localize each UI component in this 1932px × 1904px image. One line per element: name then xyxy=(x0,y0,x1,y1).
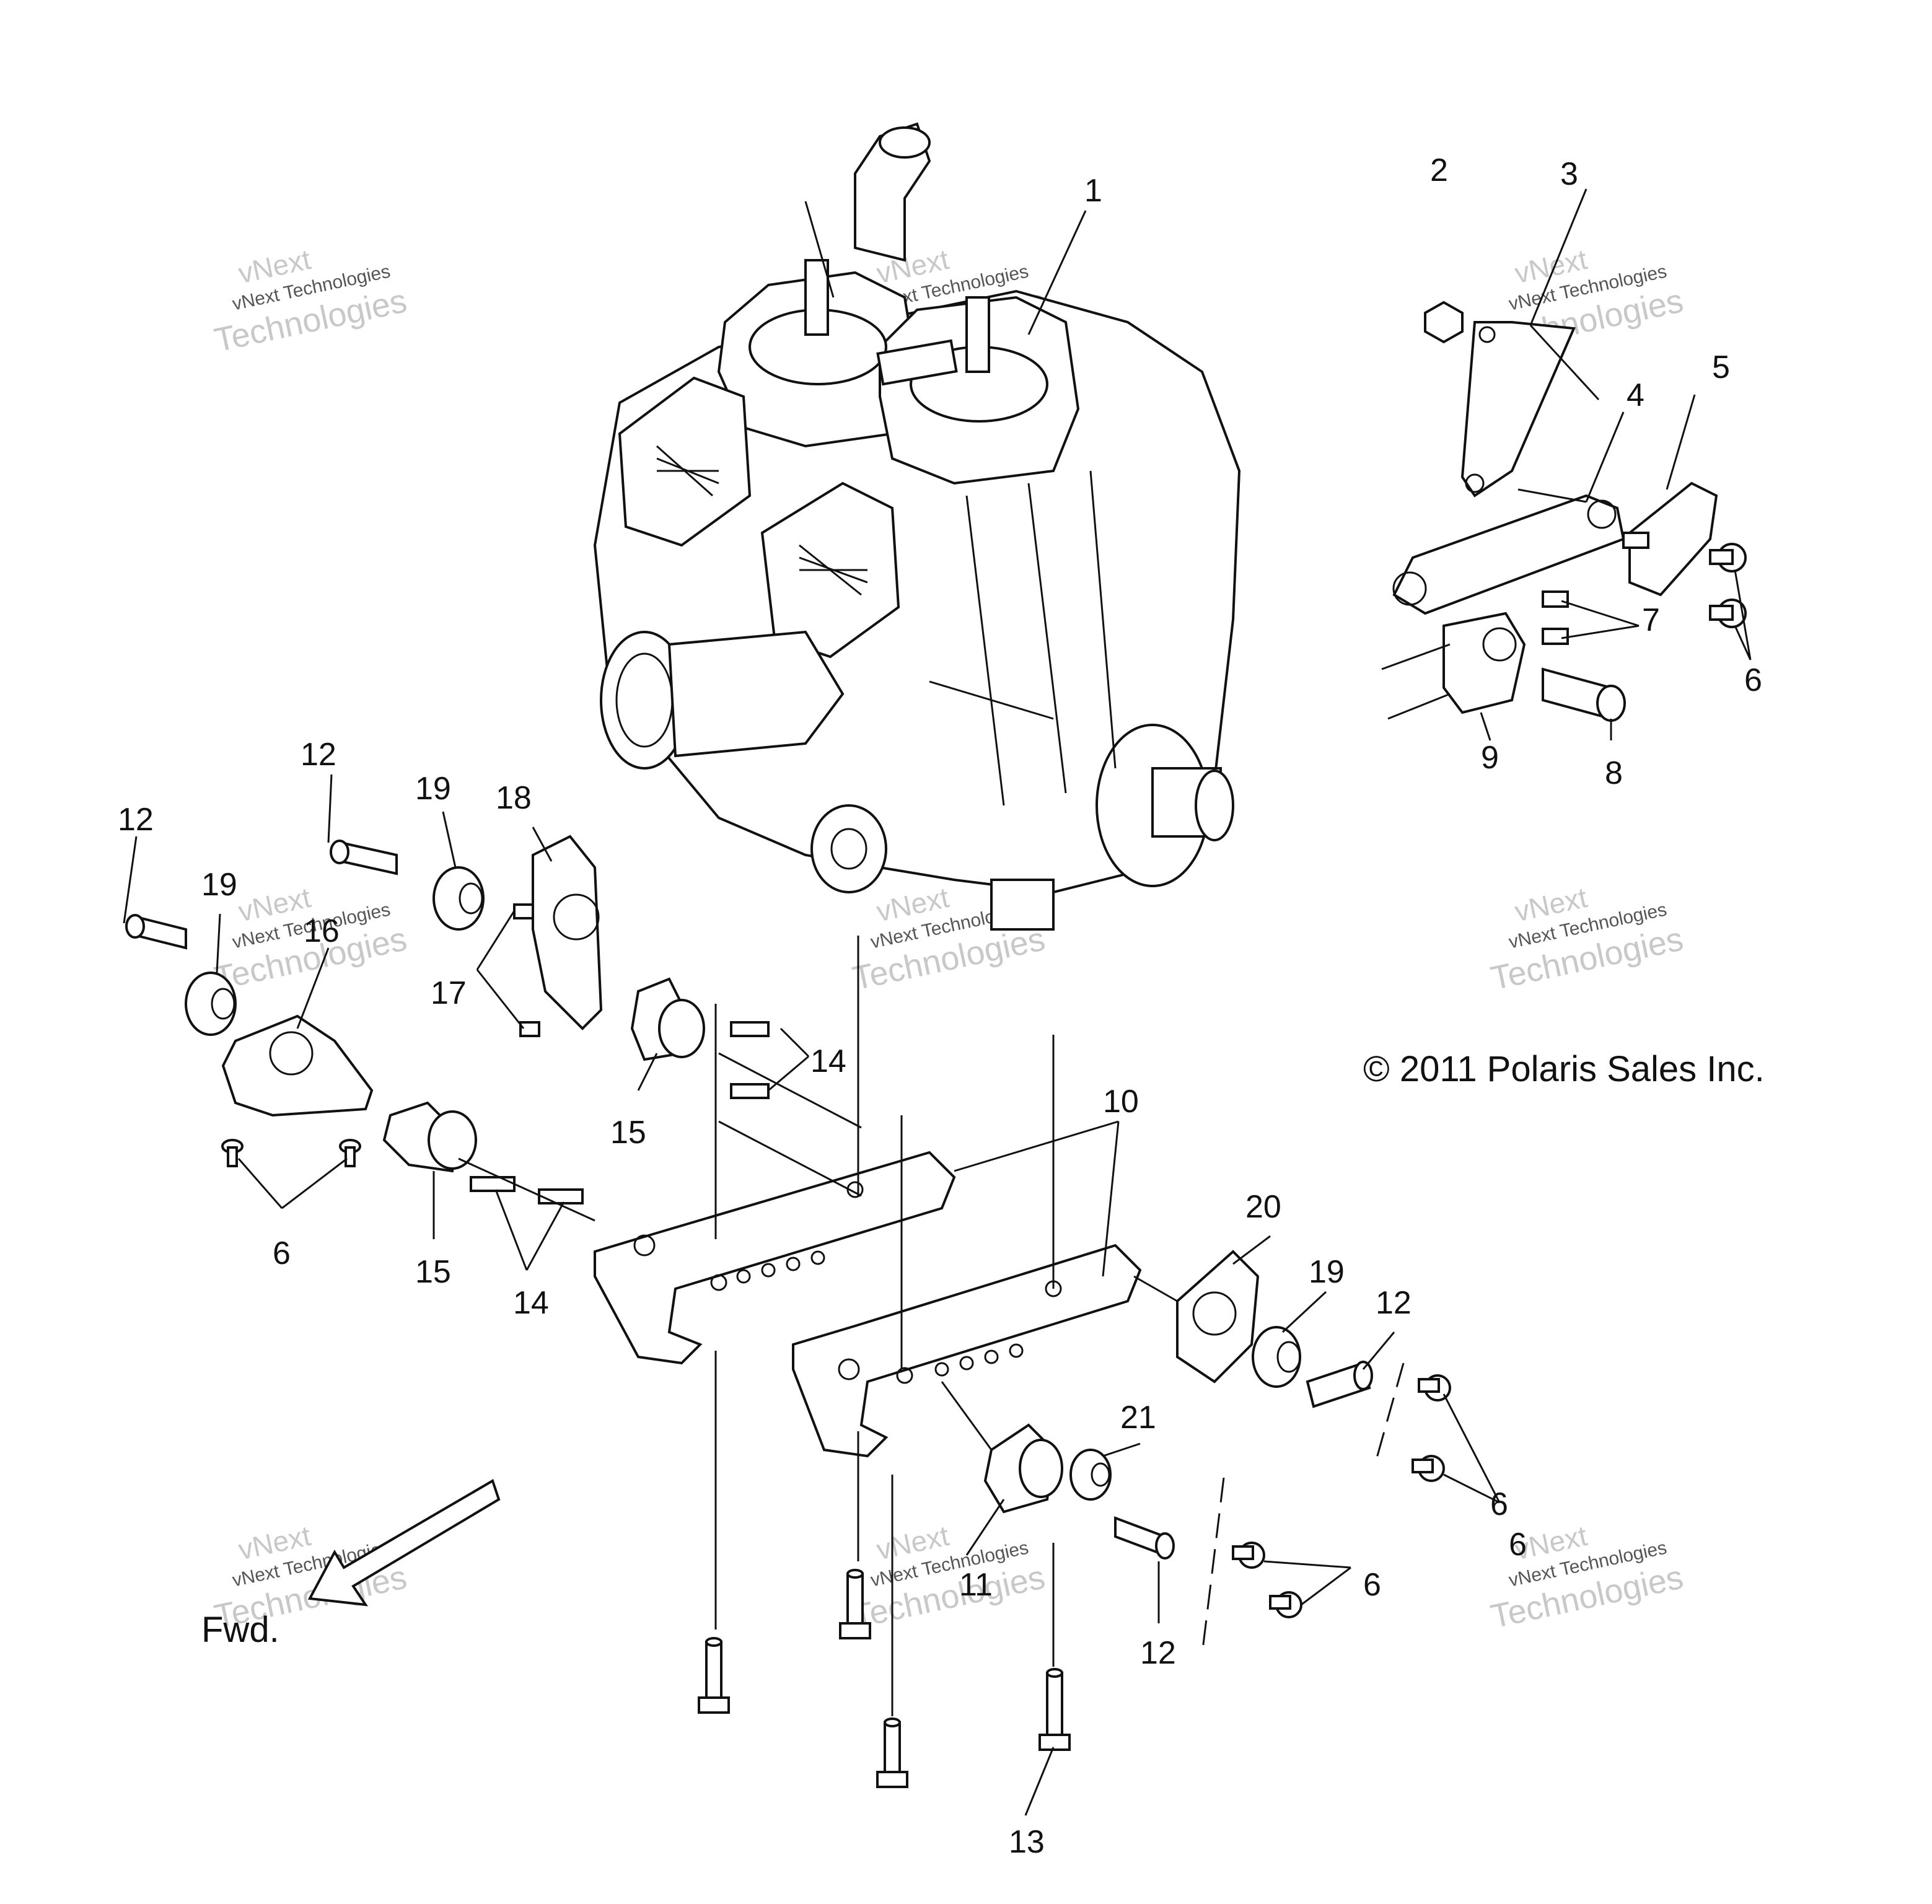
bracket-part-18 xyxy=(532,835,603,1030)
callout-label: 20 xyxy=(1245,1189,1281,1225)
watermark: vNext vNext Technologies Technologies xyxy=(1488,881,1687,998)
callout-label: 8 xyxy=(1605,755,1623,791)
callout-label: 12 xyxy=(301,737,336,773)
callout-label: 6 xyxy=(1363,1567,1381,1603)
callout-label: 12 xyxy=(1140,1635,1176,1671)
callout-label: 19 xyxy=(201,867,237,903)
mount-part-20 xyxy=(1176,1250,1260,1384)
bolts-part-14 xyxy=(470,1021,770,1204)
bolts-part-6-left xyxy=(221,1139,361,1167)
callout-label: 9 xyxy=(1481,740,1499,776)
bracket-part-3 xyxy=(1460,321,1576,498)
cross-brackets-part-10 xyxy=(594,1151,1142,1458)
callout-label: 15 xyxy=(610,1115,646,1151)
watermark: vNext vNext Technologies Technologies xyxy=(211,243,410,359)
flange-bolts-part-13 xyxy=(698,1569,1071,1788)
callout-label: 3 xyxy=(1560,156,1578,192)
callout-label: 12 xyxy=(1376,1285,1412,1321)
callout-labels: 1 2 3 4 5 6 7 6 8 9 12 19 18 12 19 16 17… xyxy=(118,152,1762,1860)
callout-label: 7 xyxy=(1642,602,1660,638)
callout-label: 5 xyxy=(1712,349,1730,385)
sleeve-part-19b xyxy=(185,972,237,1036)
left-mount-parts xyxy=(125,835,770,1204)
watermark: vNext vNext Technologies Technologies xyxy=(850,1519,1048,1636)
screw-part-17a xyxy=(513,903,534,919)
callout-label: 10 xyxy=(1103,1084,1139,1120)
callout-label: 19 xyxy=(1309,1254,1345,1290)
forward-direction-label: Fwd. xyxy=(201,1610,279,1650)
engine-assembly xyxy=(593,122,1241,931)
callout-label: 17 xyxy=(431,975,467,1011)
callout-label: 14 xyxy=(513,1285,549,1321)
callout-label: 18 xyxy=(496,780,532,816)
forward-arrow xyxy=(307,1479,501,1607)
sleeve-part-19c xyxy=(1252,1326,1301,1388)
rear-mount-parts xyxy=(983,1250,1451,1655)
callout-label: 6 xyxy=(1490,1486,1508,1522)
callout-label: 11 xyxy=(959,1567,993,1603)
bracket-part-16 xyxy=(221,1014,374,1117)
mount-part-11 xyxy=(983,1423,1063,1514)
block-part-9 xyxy=(1442,612,1526,714)
upper-mount-parts xyxy=(1381,301,1747,722)
callout-label: 2 xyxy=(1430,152,1448,188)
callout-label: 6 xyxy=(1509,1527,1527,1563)
leader-lines xyxy=(123,188,1752,1816)
plate-part-5 xyxy=(1628,481,1718,597)
copyright-text: © 2011 Polaris Sales Inc. xyxy=(1363,1049,1765,1089)
screw-part-7 xyxy=(1542,590,1569,608)
callout-label: 16 xyxy=(304,913,340,949)
alignment-lines xyxy=(458,936,1178,1716)
callout-label: 6 xyxy=(273,1235,291,1271)
sleeve-part-21 xyxy=(1069,1449,1112,1501)
bolt-part-12a xyxy=(340,841,398,875)
mount-part-15b xyxy=(382,1101,477,1173)
callout-label: 13 xyxy=(1009,1824,1045,1860)
nut-part-2 xyxy=(1424,301,1464,344)
mount-part-15a xyxy=(630,977,705,1061)
callout-label: 21 xyxy=(1120,1400,1156,1436)
callout-label: 4 xyxy=(1627,377,1644,413)
callout-label: 12 xyxy=(118,802,154,838)
callout-label: 14 xyxy=(810,1043,846,1079)
screw-part-17b xyxy=(519,1021,540,1037)
callout-label: 1 xyxy=(1084,173,1102,209)
callout-label: 6 xyxy=(1744,662,1762,698)
sleeve-part-19a xyxy=(433,866,485,931)
callout-label: 19 xyxy=(415,771,451,807)
callout-label: 15 xyxy=(415,1254,451,1290)
bolts-part-6-right xyxy=(1232,1374,1451,1618)
